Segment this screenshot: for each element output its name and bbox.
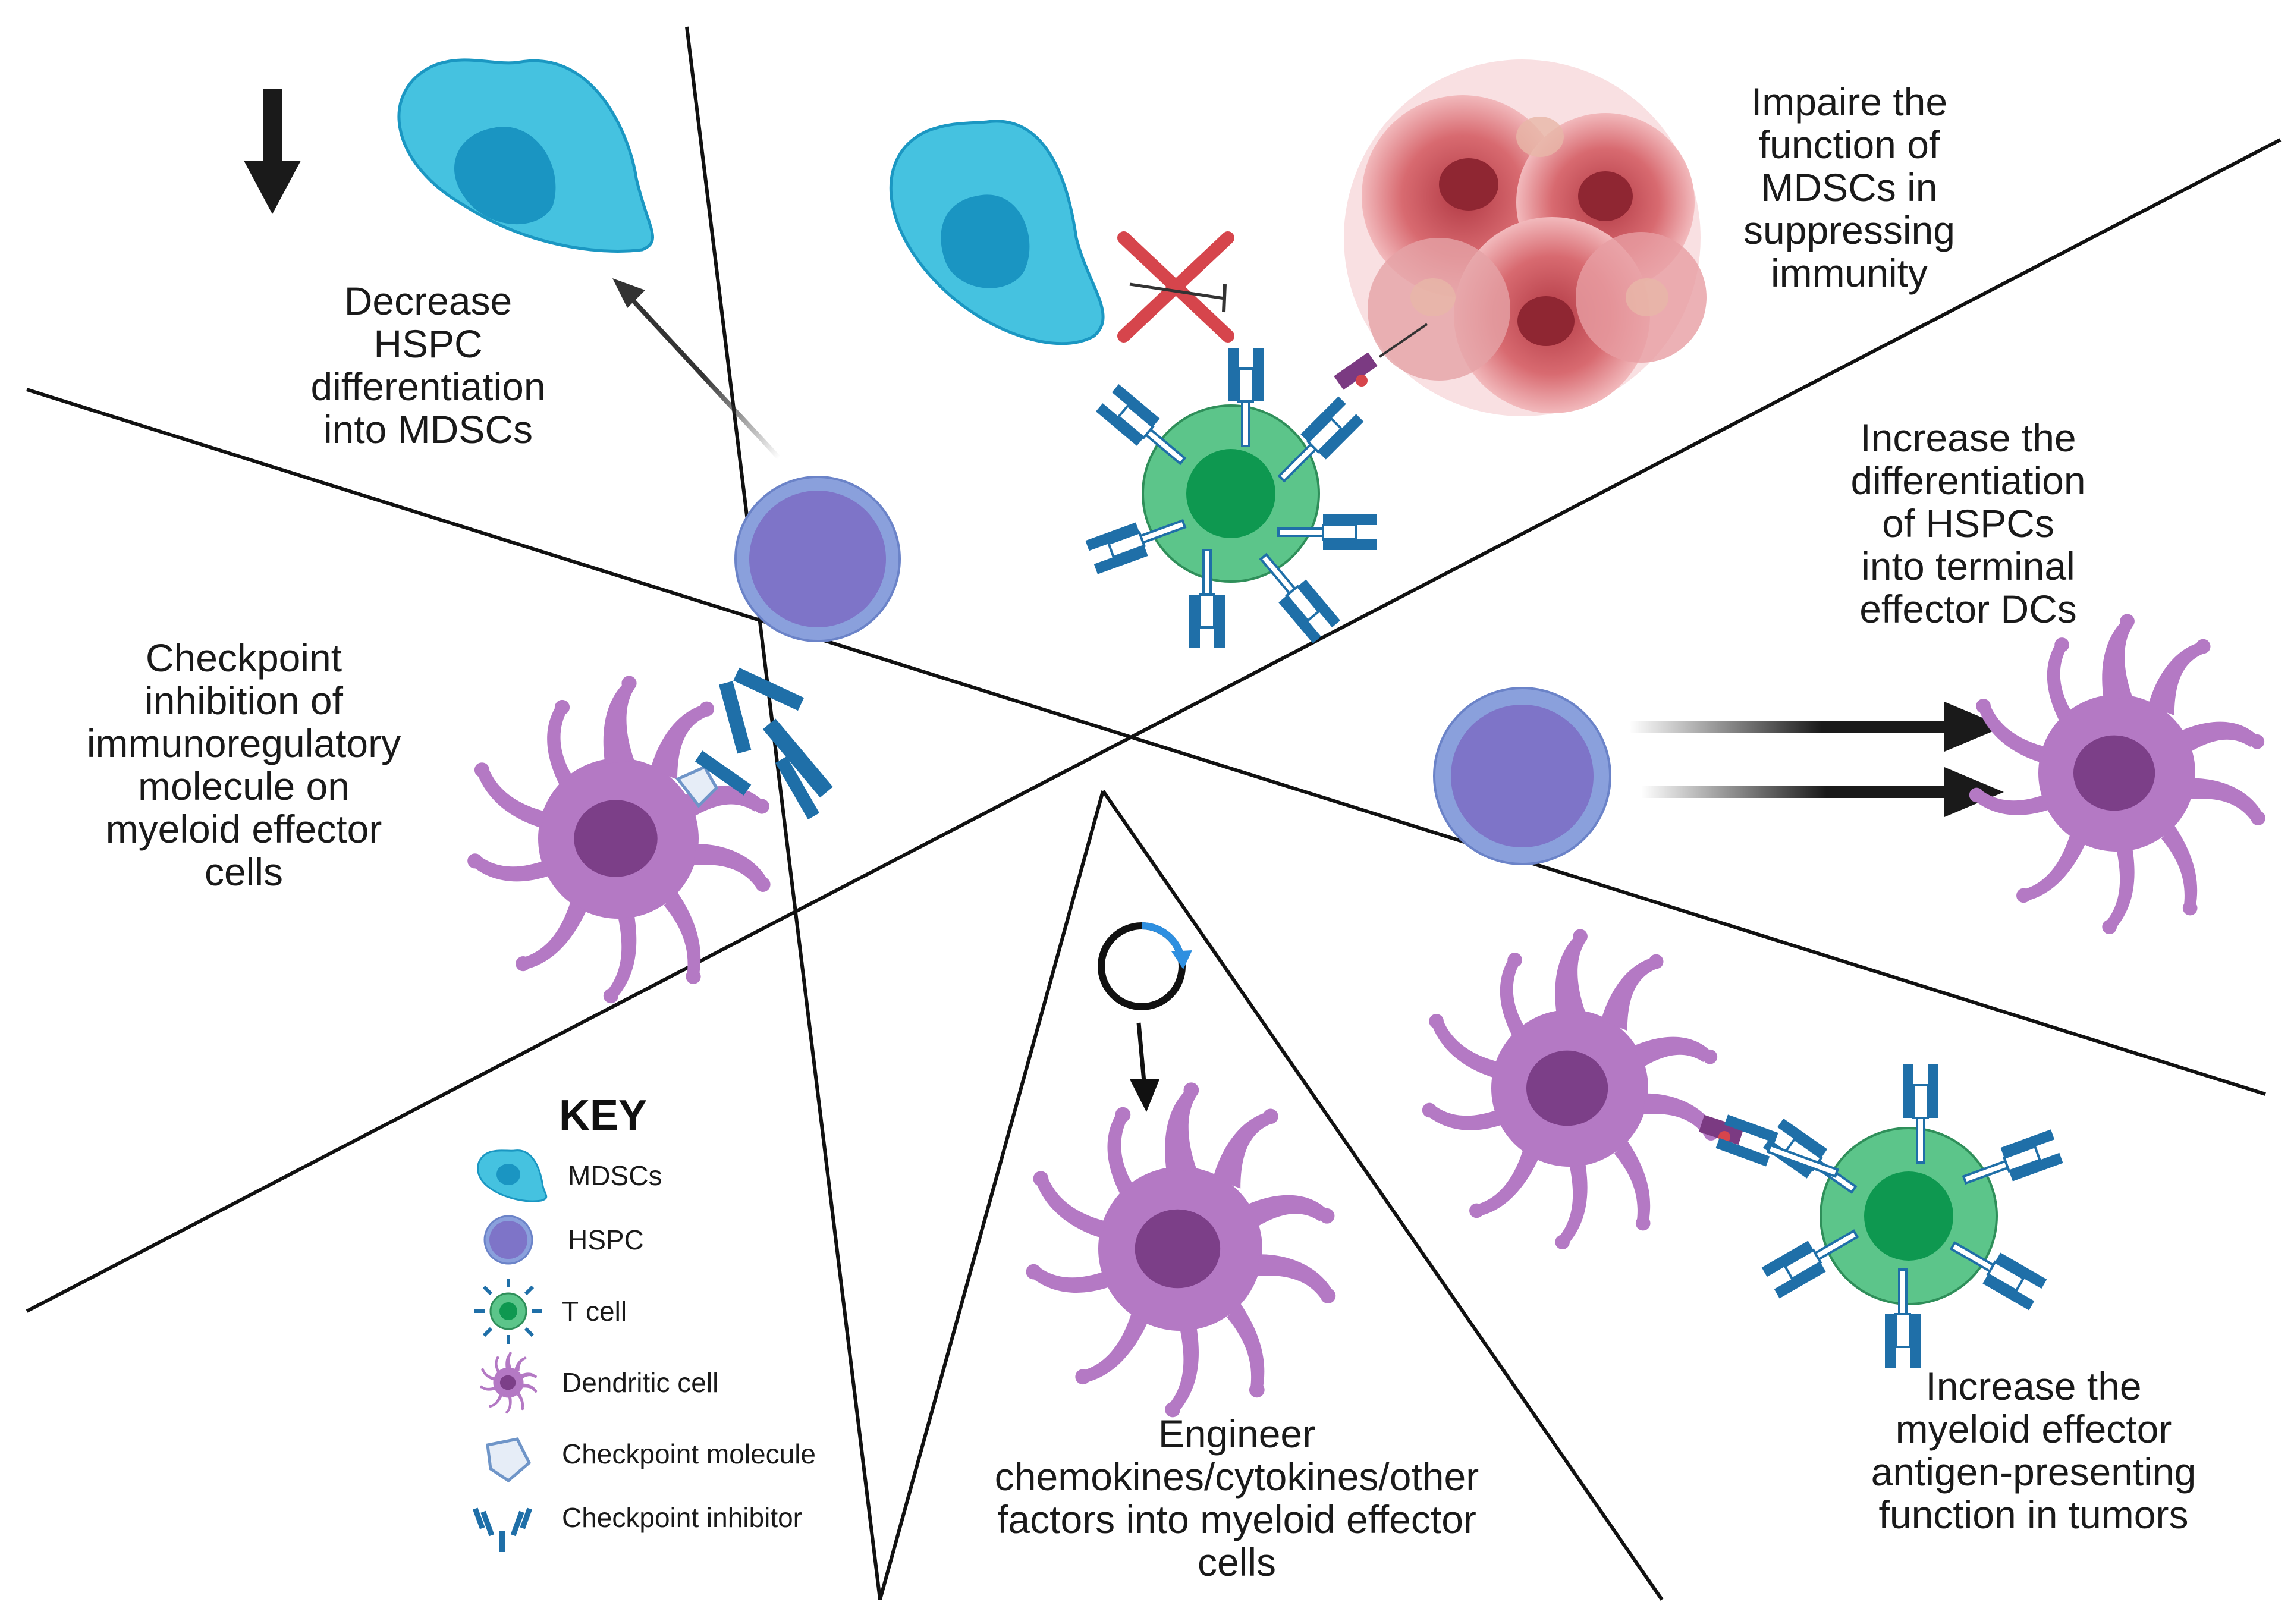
dendritic-cell-bottom	[1026, 1082, 1336, 1418]
mdsc-cell-top-left	[397, 58, 654, 253]
label-increase-dc: Increase the differentiation of HSPCs in…	[1850, 416, 2086, 631]
divider-lines	[26, 26, 2282, 1601]
mdsc-cell-top-center	[889, 120, 1105, 345]
tcell-bottom-right	[1699, 1063, 2064, 1369]
dendritic-cell-right	[1969, 614, 2265, 935]
diagonal-arrow	[612, 278, 781, 460]
dendritic-cell-bottom-right	[1422, 929, 1718, 1250]
down-arrow-icon	[244, 89, 301, 214]
tcell-top	[1084, 323, 1428, 649]
label-decrease-hspc: Decrease HSPC differentiation into MDSCs	[310, 279, 546, 451]
hspc-cell-right	[1433, 687, 1611, 865]
key-label-mdscs: MDSCs	[568, 1160, 662, 1191]
dendritic-cell-left	[467, 676, 771, 1004]
key-label-hspc: HSPC	[568, 1224, 644, 1255]
label-antigen: Increase the myeloid effector antigen-pr…	[1871, 1364, 2196, 1537]
label-impair-mdsc: Impaire the function of MDSCs in suppres…	[1743, 80, 1955, 295]
label-checkpoint: Checkpoint inhibition of immunoregulator…	[86, 636, 401, 894]
plasmid-cycle-icon	[1098, 922, 1192, 1010]
tumor-cells-cluster	[1344, 59, 1707, 416]
right-arrows	[1629, 702, 2004, 817]
hspc-icon	[483, 1215, 533, 1265]
inhibition-x-icon	[1117, 231, 1234, 343]
checkpoint-molecule-icon	[486, 1437, 532, 1483]
key-label-checkpoint-molecule: Checkpoint molecule	[562, 1438, 816, 1469]
mdsc-icon	[477, 1149, 548, 1202]
key-title: KEY	[559, 1092, 648, 1139]
dendritic-cell-icon	[480, 1352, 538, 1414]
key-label-dendritic-cell: Dendritic cell	[562, 1367, 719, 1398]
key-label-tcell: T cell	[562, 1296, 627, 1327]
key-label-checkpoint-inhibitor: Checkpoint inhibitor	[562, 1502, 803, 1533]
checkpoint-inhibitor-icon	[473, 1507, 532, 1552]
checkpoint-inhibitor-antibody	[675, 667, 833, 820]
label-engineer: Engineer chemokines/cytokines/other fact…	[994, 1412, 1479, 1584]
down-arrow-bottom	[1130, 1022, 1159, 1112]
hspc-cell-center	[734, 476, 901, 642]
tcell-icon	[474, 1279, 542, 1344]
